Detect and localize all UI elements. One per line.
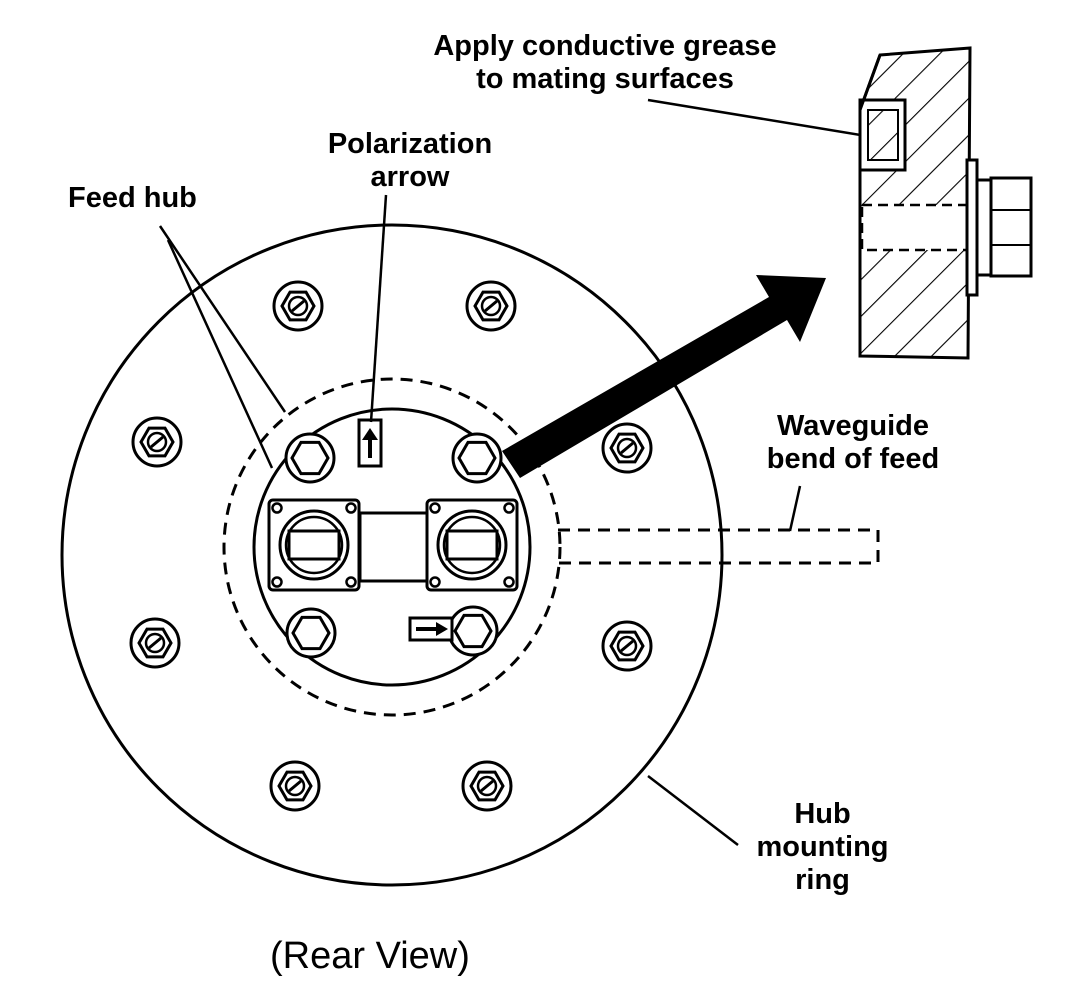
hub-label-line3: ring — [795, 864, 850, 896]
hub-label-line2: mounting — [756, 831, 889, 863]
port-bridge — [358, 511, 432, 583]
hub-capscrew-icon — [285, 607, 337, 659]
grease-label-line1: Apply conductive grease — [433, 30, 777, 62]
polarization-label-line2: arrow — [370, 161, 450, 193]
ring-bolt-icon — [465, 280, 517, 332]
dashed-hub-outline — [222, 377, 562, 717]
waveguide-bend-dashed — [558, 528, 880, 565]
waveguide-port-right-icon — [425, 498, 519, 592]
waveguide-label: Waveguide bend of feed — [738, 410, 968, 476]
ring-bolt-icon — [461, 760, 513, 812]
ring-bolt-icon — [272, 280, 324, 332]
polarization-label-line1: Polarization — [327, 128, 493, 160]
ring-bolt-icon — [131, 416, 183, 468]
hub-label-line1: Hub — [794, 798, 851, 830]
feed-hub-label: Feed hub — [68, 182, 197, 214]
hub-capscrew-icon — [284, 432, 336, 484]
ring-bolt-icon — [601, 620, 653, 672]
polarization-label: Polarization arrow — [300, 128, 520, 194]
waveguide-port-left-icon — [267, 498, 361, 592]
view-caption: (Rear View) — [270, 935, 470, 977]
polarization-arrow-icon — [357, 418, 383, 468]
ring-bolt-icon — [269, 760, 321, 812]
hub-mounting-ring-label: Hub mounting ring — [740, 798, 905, 897]
hub-capscrew-icon — [447, 605, 499, 657]
waveguide-label-line1: Waveguide — [776, 410, 929, 442]
grease-label: Apply conductive grease to mating surfac… — [415, 30, 795, 96]
grease-label-line2: to mating surfaces — [476, 63, 734, 95]
hub-capscrew-icon — [451, 432, 503, 484]
cross-section-detail — [858, 46, 1033, 360]
detail-pointer-arrow — [502, 275, 826, 478]
leader-lines — [158, 98, 904, 846]
ring-bolt-icon — [601, 422, 653, 474]
ring-bolt-icon — [129, 617, 181, 669]
side-arrow-icon — [408, 616, 454, 642]
waveguide-label-line2: bend of feed — [766, 443, 940, 475]
